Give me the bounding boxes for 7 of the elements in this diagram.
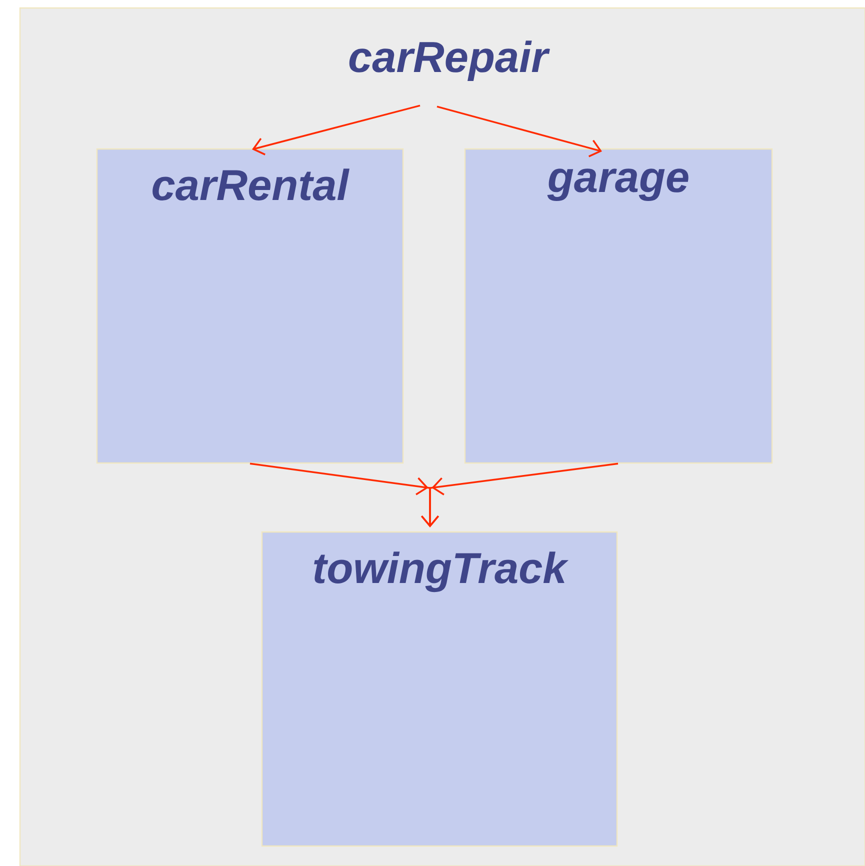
arrow [252, 104, 420, 156]
class-box: garage [464, 148, 773, 464]
arrow [436, 106, 602, 158]
title: carRepair [349, 40, 550, 81]
class-box: carRental [96, 148, 404, 464]
class-box: towingTrack [261, 531, 618, 847]
arrow [421, 462, 618, 528]
